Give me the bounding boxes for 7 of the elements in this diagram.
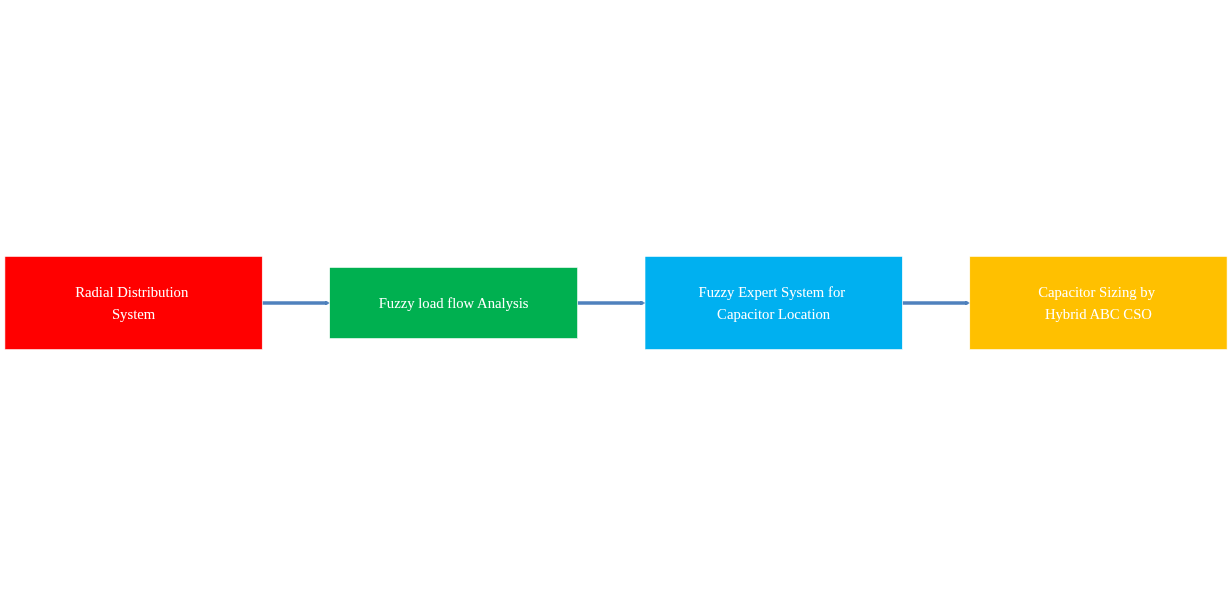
arrow bbox=[262, 300, 330, 306]
node-box: Capacitor Sizing by Hybrid ABC CSO bbox=[969, 256, 1228, 350]
node-box: Fuzzy Expert System for Capacitor Location bbox=[644, 256, 903, 350]
node-box: Radial Distribution System bbox=[4, 256, 263, 350]
node-box: Fuzzy load flow Analysis bbox=[329, 267, 578, 339]
arrow bbox=[577, 300, 646, 306]
arrow bbox=[902, 300, 970, 306]
